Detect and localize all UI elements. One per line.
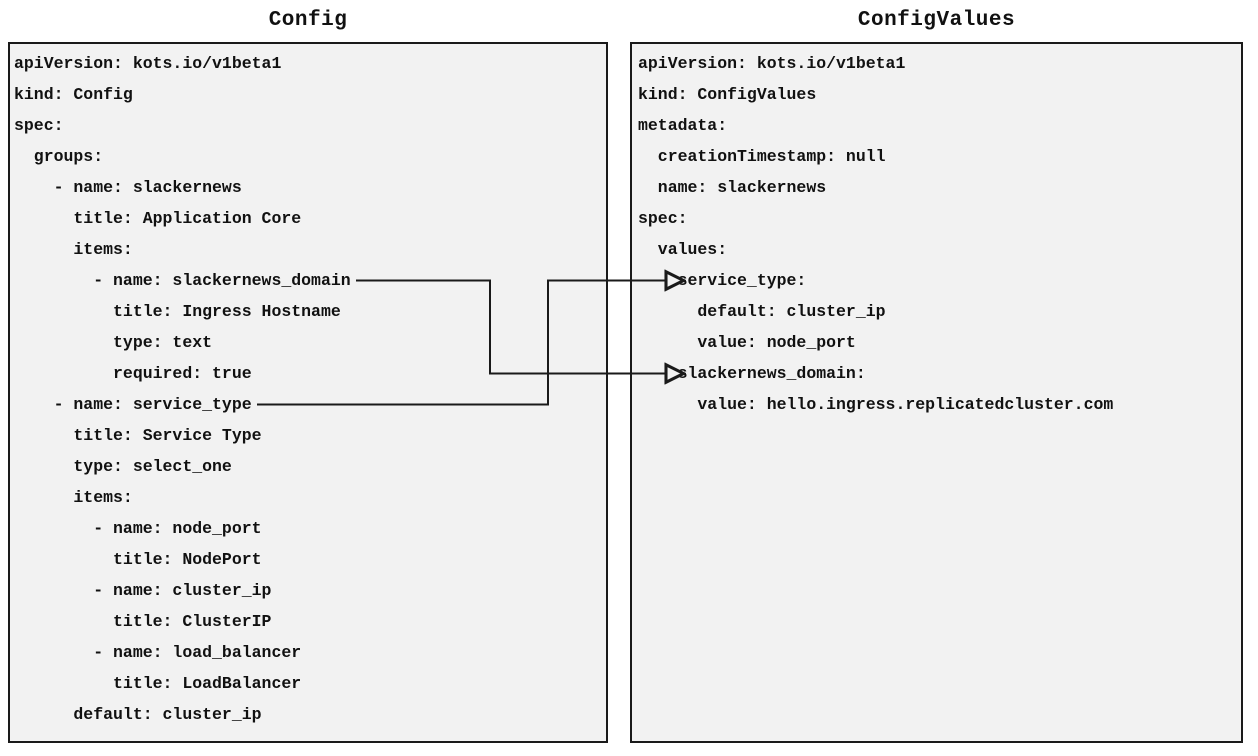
- configvalues-panel: apiVersion: kots.io/v1beta1 kind: Config…: [630, 42, 1243, 743]
- config-panel: apiVersion: kots.io/v1beta1 kind: Config…: [8, 42, 608, 743]
- config-yaml-code: apiVersion: kots.io/v1beta1 kind: Config…: [14, 54, 351, 724]
- configvalues-yaml-code: apiVersion: kots.io/v1beta1 kind: Config…: [638, 54, 1114, 414]
- configvalues-panel-title: ConfigValues: [857, 9, 1016, 32]
- config-panel-title: Config: [268, 9, 348, 32]
